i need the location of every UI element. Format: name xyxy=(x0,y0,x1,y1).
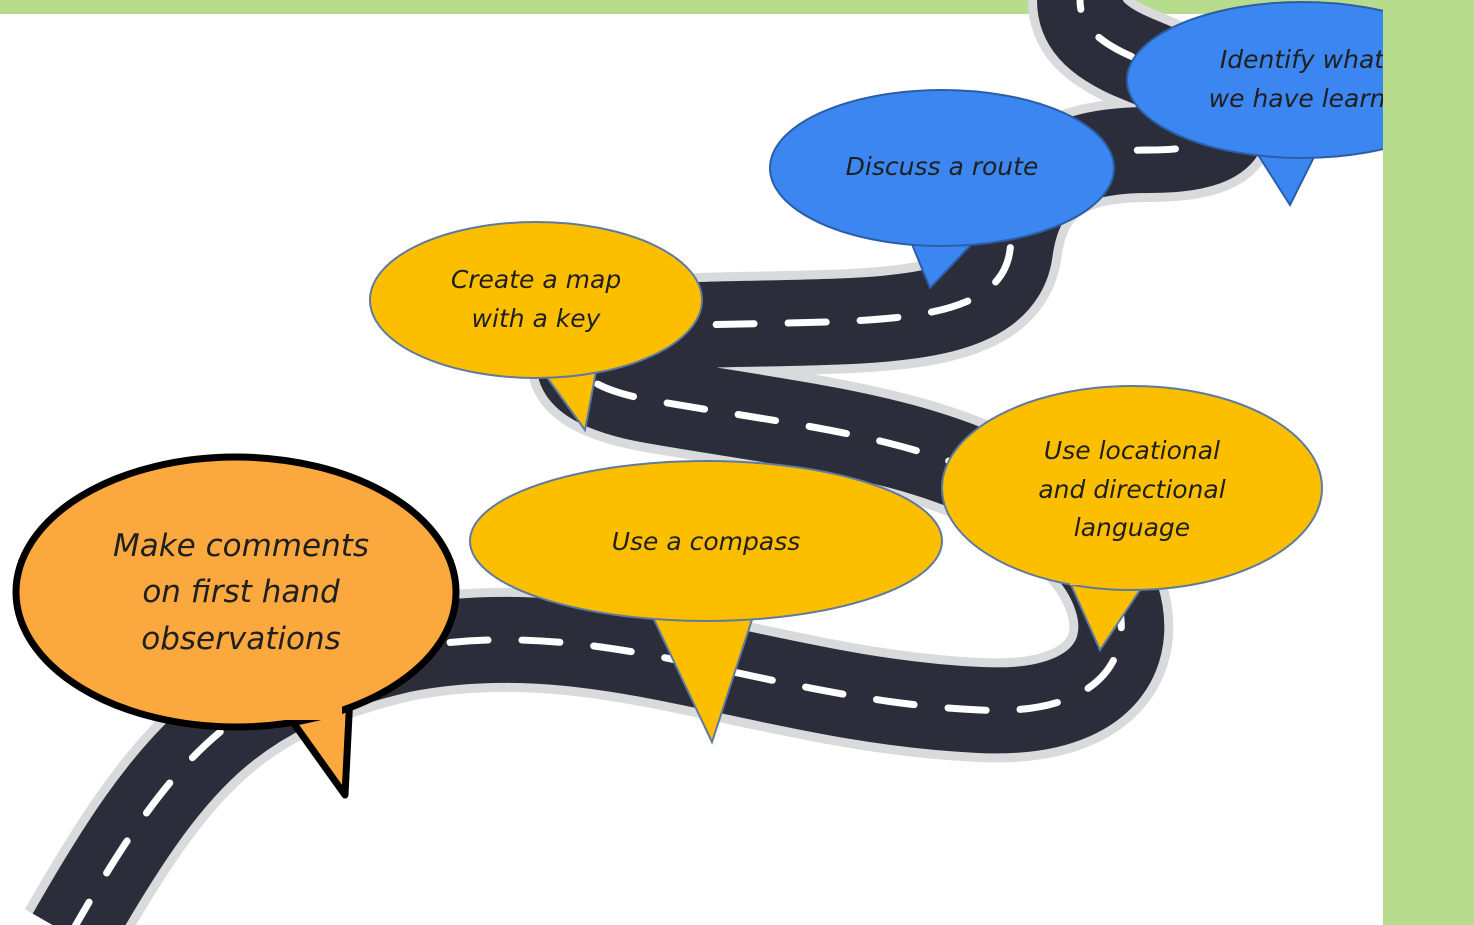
speech-bubble-create-map xyxy=(369,221,703,433)
step-label-create-map: Create a map with a key xyxy=(450,265,622,333)
step-label-make-comments: Make comments on first hand observations xyxy=(112,527,370,657)
speech-bubble-locational-language xyxy=(941,385,1323,653)
right-green-panel xyxy=(1383,0,1474,925)
road-lane-markings xyxy=(71,0,1228,925)
step-label-use-compass: Use a compass xyxy=(611,527,801,557)
speech-bubble-make-comments xyxy=(12,453,460,799)
step-label-locational-language: Use locational and directional language xyxy=(1038,435,1226,543)
step-label-discuss-route: Discuss a route xyxy=(845,152,1039,182)
speech-bubble-use-compass xyxy=(469,460,943,745)
speech-bubble-discuss-route xyxy=(769,89,1115,290)
